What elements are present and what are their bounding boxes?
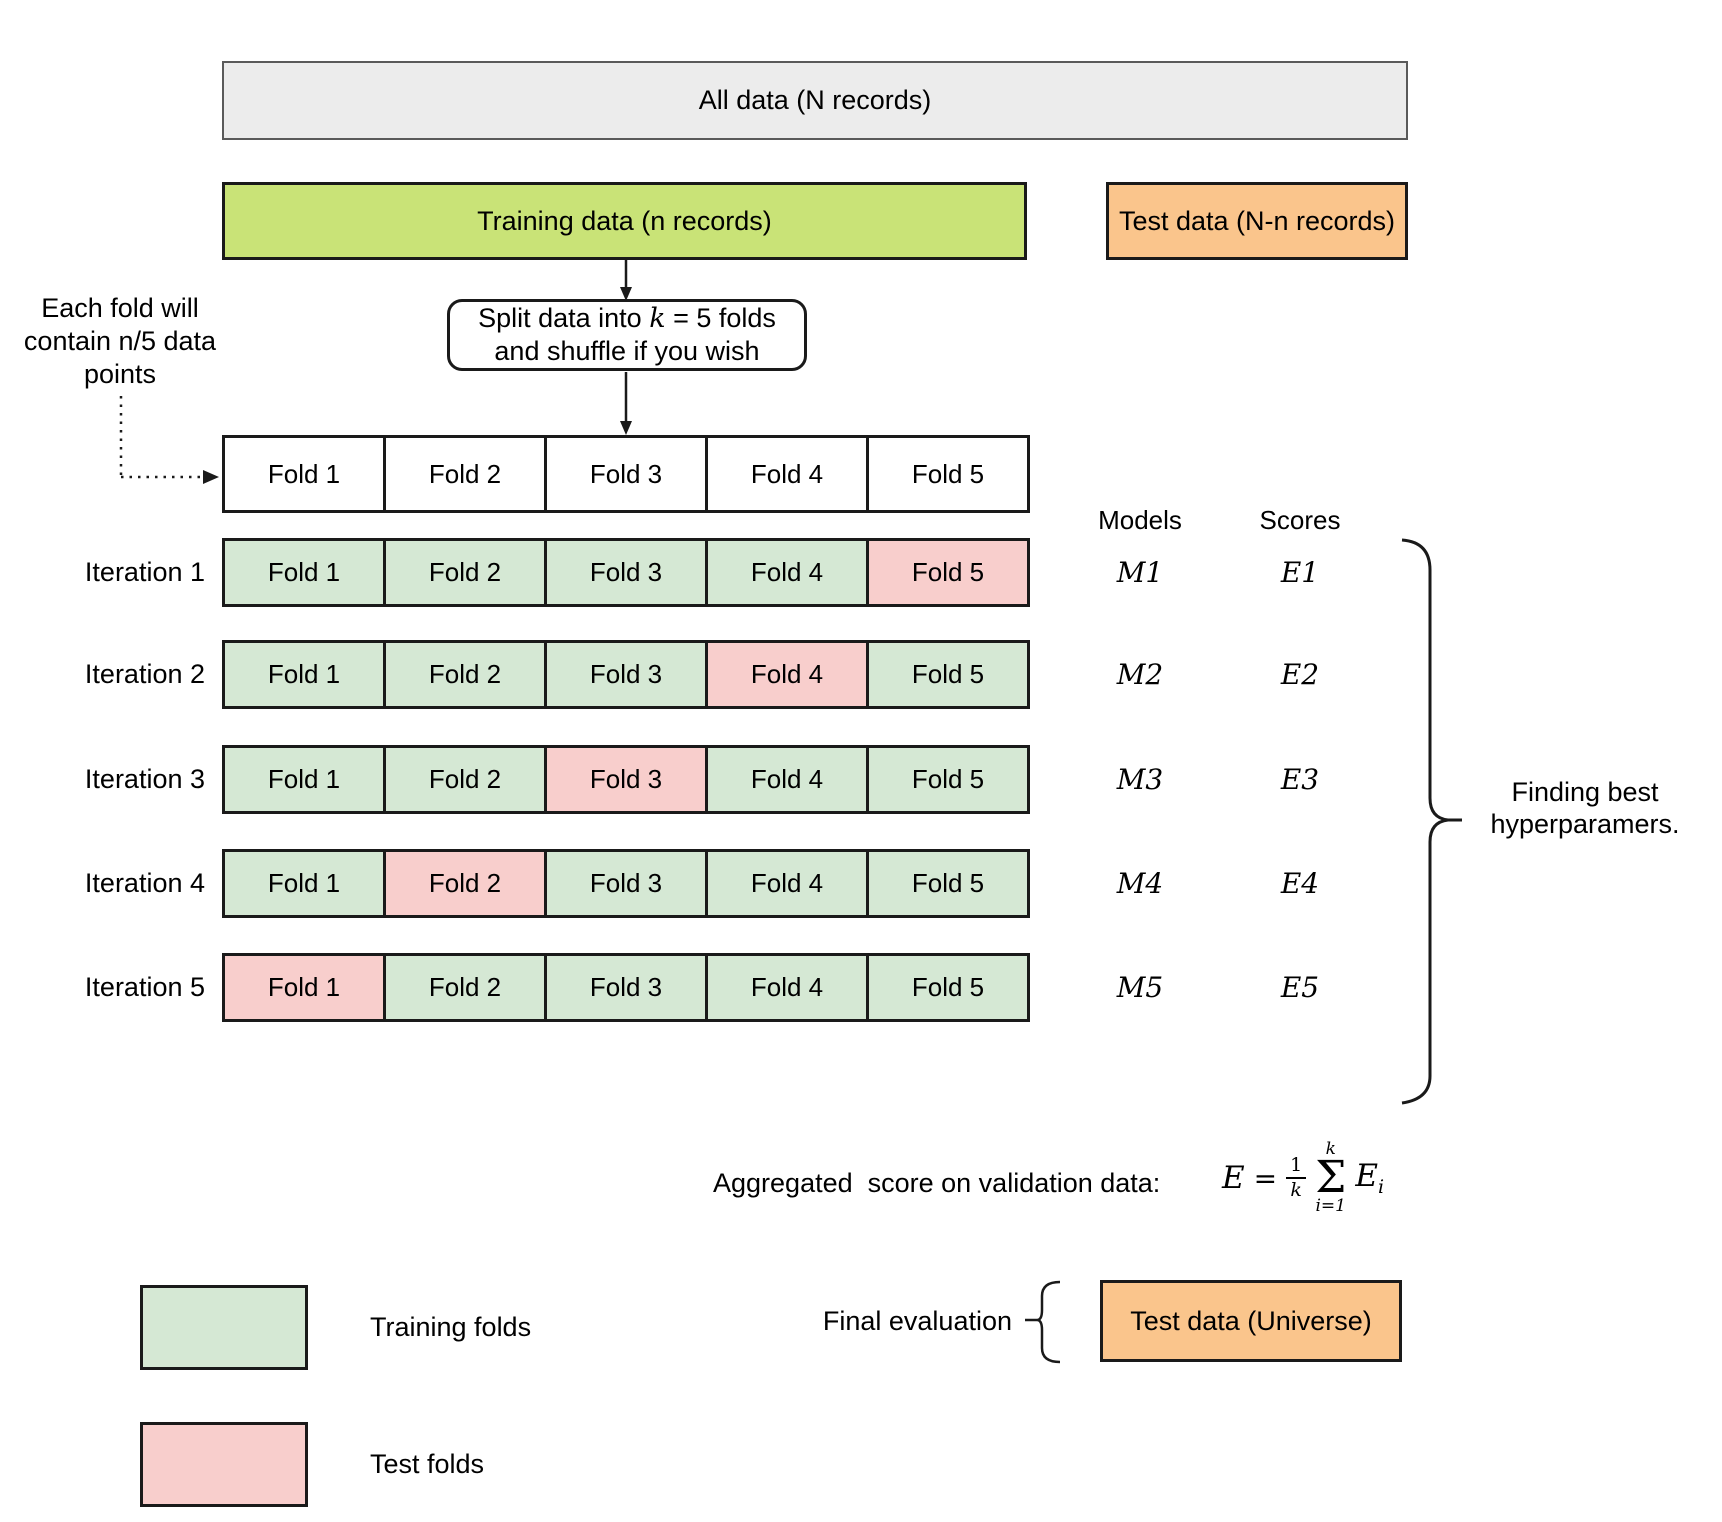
fold-size-note: Each fold will contain n/5 data points [23,293,217,389]
train-fold-cell: Fold 5 [866,852,1027,915]
train-fold-cell: Fold 4 [705,852,866,915]
sigma-symbol: Σ [1315,1151,1347,1203]
train-fold-cell: Fold 1 [225,852,383,915]
iteration-2-row: Fold 1 Fold 2 Fold 3 Fold 4 Fold 5 [222,640,1030,709]
split-step-box: Split data into k = 5 folds and shuffle … [447,299,807,371]
score-5-value: E5 [1280,971,1320,1004]
test-universe-label: Test data (Universe) [1130,1305,1372,1336]
arrow-down-training-to-split [620,258,632,301]
formula-equals: = [1253,1161,1278,1195]
k-variable: k [649,303,666,334]
train-fold-cell: Fold 3 [544,541,705,604]
test-fold-cell: Fold 2 [383,852,544,915]
split-step-line2: and shuffle if you wish [494,336,760,366]
train-fold-cell: Fold 2 [383,748,544,811]
train-fold-cell: Fold 3 [544,643,705,706]
formula-summation: k Σ i=1 [1315,1138,1347,1217]
arrow-down-split-to-folds [620,372,632,435]
final-evaluation-brace [1025,1280,1061,1364]
fold-header-cell: Fold 5 [866,438,1027,510]
train-fold-cell: Fold 1 [225,541,383,604]
train-fold-cell: Fold 5 [866,643,1027,706]
split-step-line1: Split data into k = 5 folds [478,303,776,334]
model-2-value: M2 [1116,658,1164,691]
score-4-value: E4 [1280,867,1320,900]
test-fold-cell: Fold 5 [866,541,1027,604]
fold-header-cell: Fold 4 [705,438,866,510]
iteration-1-label: Iteration 1 [84,557,205,587]
fold-header-row: Fold 1 Fold 2 Fold 3 Fold 4 Fold 5 [222,435,1030,513]
legend-test-swatch [140,1422,308,1507]
fold-header-cell: Fold 3 [544,438,705,510]
scores-column-header: Scores [1259,505,1341,535]
test-data-label: Test data (N-n records) [1118,205,1396,236]
formula-E: E [1222,1160,1245,1196]
formula-Ei: Ei [1355,1157,1385,1199]
train-fold-cell: Fold 2 [383,541,544,604]
final-evaluation-label: Final evaluation [822,1305,1012,1336]
iteration-3-row: Fold 1 Fold 2 Fold 3 Fold 4 Fold 5 [222,745,1030,814]
iteration-5-label: Iteration 5 [84,972,205,1002]
iteration-4-row: Fold 1 Fold 2 Fold 3 Fold 4 Fold 5 [222,849,1030,918]
iteration-1-row: Fold 1 Fold 2 Fold 3 Fold 4 Fold 5 [222,538,1030,607]
score-3-value: E3 [1280,763,1320,796]
test-universe-box: Test data (Universe) [1100,1280,1402,1362]
training-data-label: Training data (n records) [477,205,772,236]
train-fold-cell: Fold 4 [705,748,866,811]
scores-group-brace [1401,538,1462,1105]
model-4-value: M4 [1116,867,1164,900]
dotted-arrow-note-to-fold1 [119,396,219,484]
train-fold-cell: Fold 5 [866,956,1027,1019]
iteration-2-label: Iteration 2 [84,659,205,689]
legend-test-label: Test folds [370,1449,485,1479]
formula-fraction: 1 k [1286,1156,1307,1200]
model-5-value: M5 [1116,971,1164,1004]
train-fold-cell: Fold 2 [383,956,544,1019]
aggregated-score-label: Aggregated score on validation data: [713,1168,1161,1198]
score-2-value: E2 [1280,658,1320,691]
test-data-box: Test data (N-n records) [1106,182,1408,260]
train-fold-cell: Fold 4 [705,541,866,604]
iteration-5-row: Fold 1 Fold 2 Fold 3 Fold 4 Fold 5 [222,953,1030,1022]
legend-training-label: Training folds [370,1312,532,1342]
legend-training-swatch [140,1285,308,1370]
iteration-4-label: Iteration 4 [84,868,205,898]
test-fold-cell: Fold 1 [225,956,383,1019]
train-fold-cell: Fold 2 [383,643,544,706]
finding-best-label: Finding best hyperparamers. [1490,777,1680,839]
train-fold-cell: Fold 1 [225,643,383,706]
score-1-value: E1 [1280,556,1320,589]
test-fold-cell: Fold 3 [544,748,705,811]
models-column-header: Models [1098,505,1182,535]
aggregated-score-formula: E = 1 k k Σ i=1 Ei [1222,1138,1384,1218]
train-fold-cell: Fold 1 [225,748,383,811]
train-fold-cell: Fold 3 [544,852,705,915]
fold-header-cell: Fold 1 [225,438,383,510]
fold-header-cell: Fold 2 [383,438,544,510]
train-fold-cell: Fold 3 [544,956,705,1019]
train-fold-cell: Fold 5 [866,748,1027,811]
all-data-label: All data (N records) [698,85,932,115]
training-data-box: Training data (n records) [222,182,1027,260]
model-1-value: M1 [1116,556,1164,589]
train-fold-cell: Fold 4 [705,956,866,1019]
iteration-3-label: Iteration 3 [84,764,205,794]
all-data-box: All data (N records) [222,61,1408,140]
test-fold-cell: Fold 4 [705,643,866,706]
model-3-value: M3 [1116,763,1164,796]
